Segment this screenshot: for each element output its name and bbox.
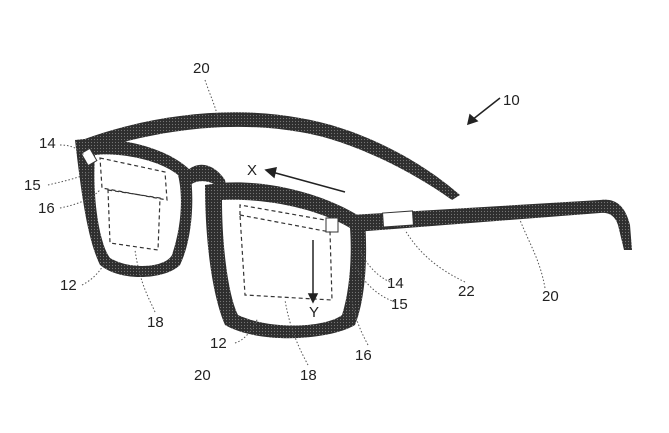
label-22: 22 xyxy=(458,283,475,300)
label-20-right: 20 xyxy=(542,288,559,305)
label-15-right: 15 xyxy=(391,296,408,313)
label-axis-y: Y xyxy=(309,304,320,321)
label-14-right: 14 xyxy=(387,275,404,292)
label-18-right: 18 xyxy=(300,367,317,384)
label-axis-x: X xyxy=(247,162,258,179)
label-12-left: 12 xyxy=(60,277,77,294)
label-18-left: 18 xyxy=(147,314,164,331)
sensor-14-left xyxy=(80,147,98,167)
temple-near xyxy=(350,199,632,250)
label-15-left: 15 xyxy=(24,177,41,194)
temple-far xyxy=(82,112,460,200)
label-16-right: 16 xyxy=(355,347,372,364)
module-22 xyxy=(382,210,414,228)
label-14-left: 14 xyxy=(39,135,56,152)
label-10: 10 xyxy=(503,92,520,109)
sensor-14-right xyxy=(325,217,339,233)
label-20-top: 20 xyxy=(193,60,210,77)
label-20-bottom: 20 xyxy=(194,367,211,384)
label-16-left: 16 xyxy=(38,200,55,217)
bridge xyxy=(188,164,228,195)
right-rim xyxy=(205,182,367,339)
label-12-right: 12 xyxy=(210,335,227,352)
